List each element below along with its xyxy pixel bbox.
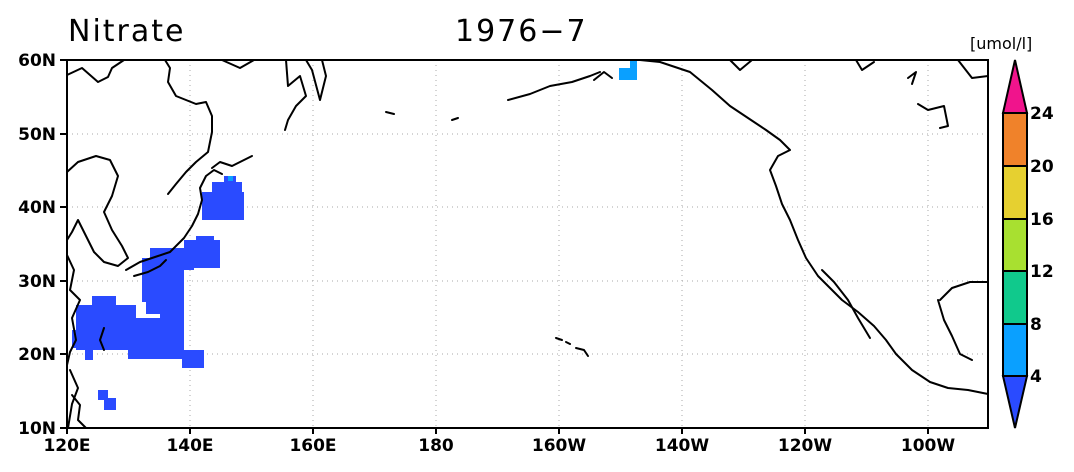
map-grid xyxy=(67,60,988,428)
data-region-kuroshio xyxy=(128,236,220,368)
lon-label: 120W xyxy=(778,436,832,456)
colorbar-segment-12-16 xyxy=(1002,218,1028,272)
data-region-east-china-sea xyxy=(72,296,160,360)
lat-label: 40N xyxy=(18,198,56,218)
colorbar-label: 16 xyxy=(1030,210,1054,230)
coastlines xyxy=(66,59,989,429)
map-title-variable: Nitrate xyxy=(68,14,186,49)
lon-label: 160E xyxy=(289,436,336,456)
lat-label: 30N xyxy=(18,272,56,292)
map-frame xyxy=(66,59,989,429)
map-title-date: 1976−7 xyxy=(455,14,588,49)
colorbar-label: 4 xyxy=(1030,367,1042,387)
colorbar-units: [umol/l] xyxy=(970,34,1033,53)
lon-label: 100W xyxy=(901,436,955,456)
colorbar-top-triangle xyxy=(1001,59,1029,114)
colorbar-label: 20 xyxy=(1030,157,1054,177)
lat-label: 50N xyxy=(18,125,56,145)
lon-label: 140E xyxy=(166,436,213,456)
colorbar-segment-4-8 xyxy=(1002,323,1028,377)
colorbar-label: 8 xyxy=(1030,315,1042,335)
axis-ticks xyxy=(60,59,929,434)
colorbar-segment-20-24 xyxy=(1002,112,1028,167)
lat-label: 20N xyxy=(18,345,56,365)
colorbar-segment-16-20 xyxy=(1002,165,1028,220)
colorbar-label: 24 xyxy=(1030,104,1054,124)
lat-label: 60N xyxy=(18,51,56,71)
lon-label: 140W xyxy=(655,436,709,456)
colorbar-segment-8-12 xyxy=(1002,270,1028,325)
lon-label: 180 xyxy=(418,436,454,456)
data-region-south-of-taiwan xyxy=(98,390,116,410)
data-region-gulf-of-alaska xyxy=(619,60,637,80)
colorbar-label: 12 xyxy=(1030,262,1054,282)
lon-label: 120E xyxy=(43,436,90,456)
colorbar-bottom-triangle xyxy=(1001,375,1029,429)
data-region-northern-honshu xyxy=(202,176,244,220)
colorbar xyxy=(1001,59,1029,429)
lon-label: 160W xyxy=(532,436,586,456)
data-cell-tohoku-4-8 xyxy=(228,176,233,181)
lat-label: 10N xyxy=(18,419,56,439)
